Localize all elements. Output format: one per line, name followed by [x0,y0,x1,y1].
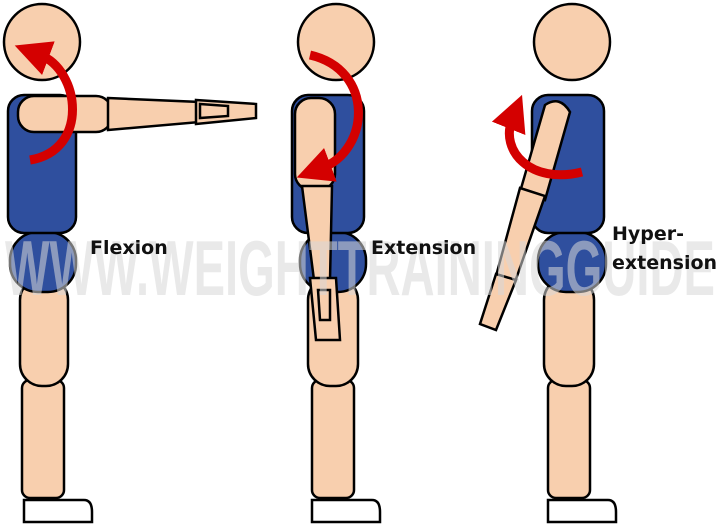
upper-arm [518,100,572,202]
head [2,2,82,82]
shoe [310,498,382,524]
flexion-arrow-icon [14,41,77,165]
hyperextension-arrow-icon [491,94,584,180]
figure-hyperextension [478,2,618,524]
figure-flexion [2,2,258,524]
hyperextension-label-line2: extension [612,252,718,274]
shoe [22,498,94,524]
shin [546,378,592,500]
head [532,2,612,82]
upper-arm [16,94,114,134]
forearm [106,96,202,132]
figure-extension [290,2,382,524]
shoe [546,498,618,524]
hyperextension-label-line1: Hyper- [612,223,685,245]
thumb [316,288,332,322]
thumb [198,102,230,120]
watermark: WWW.WEIGHTTRAININGGUIDE [5,224,715,312]
extension-label: Extension [371,237,477,259]
hand [478,272,518,332]
extension-arrow-icon [296,50,363,182]
upper-arm [293,96,337,192]
shin [20,378,66,500]
shin [310,378,356,500]
flexion-label: Flexion [90,237,168,259]
